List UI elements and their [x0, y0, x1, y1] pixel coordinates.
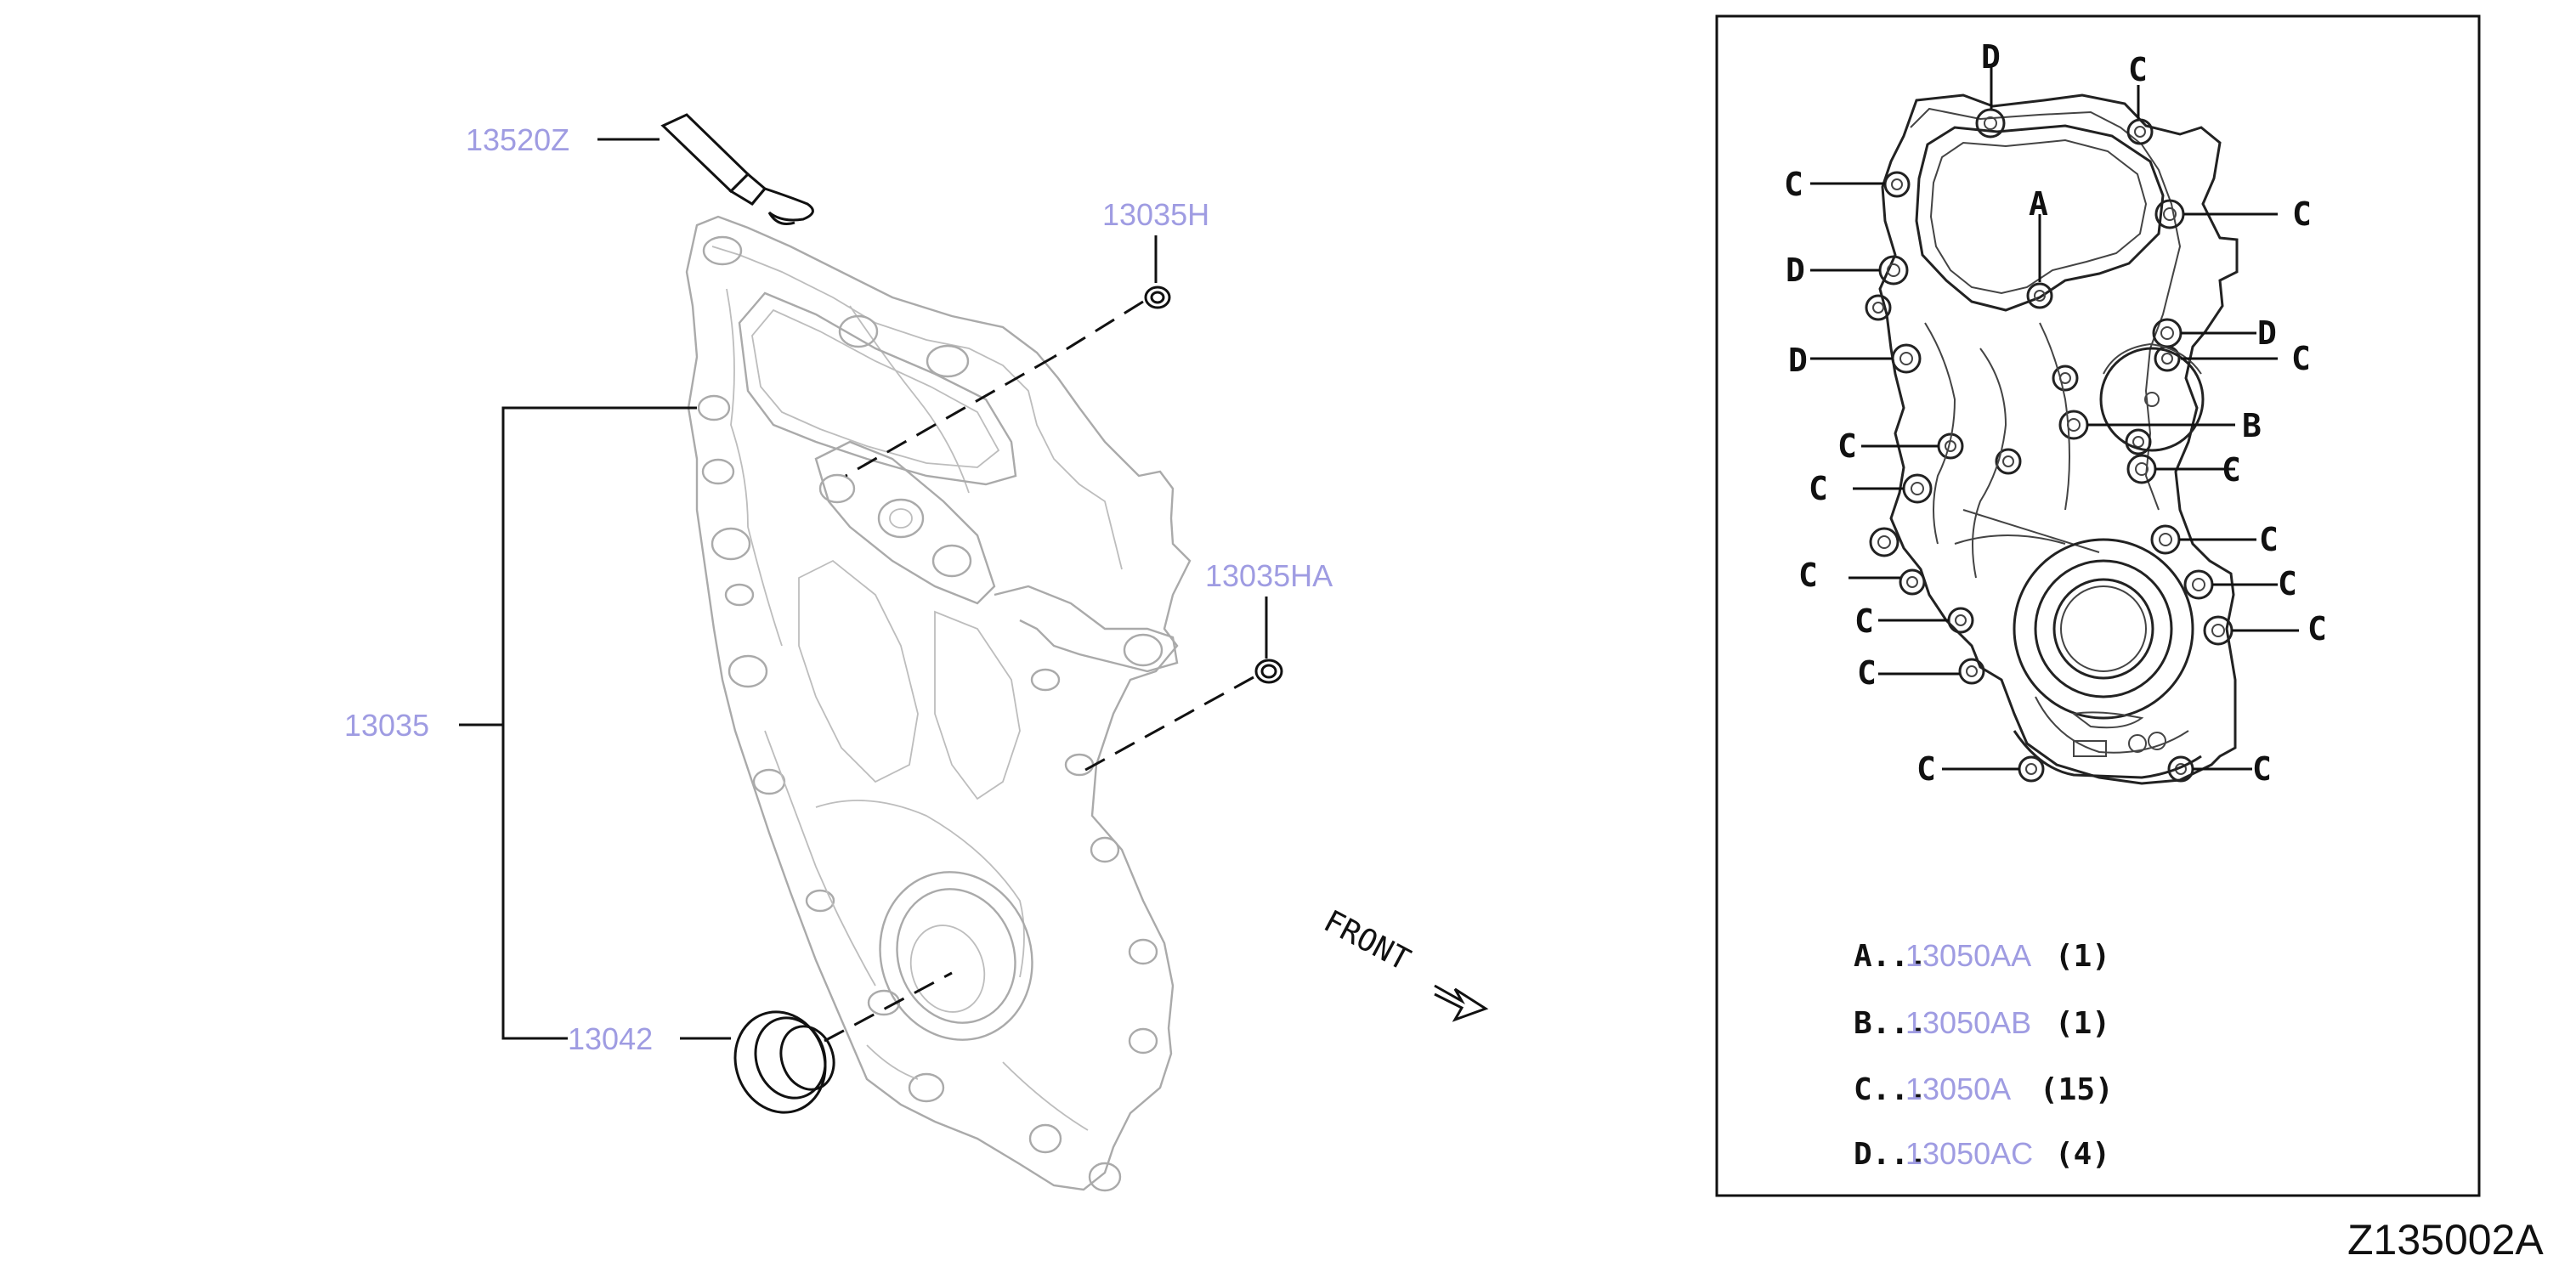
- front-direction-marker: FRONT: [1318, 904, 1489, 1022]
- callout-c-left-1: C: [1784, 166, 1803, 203]
- svg-text:(1): (1): [2055, 939, 2110, 974]
- callout-c-right-4: C: [2259, 521, 2279, 558]
- o-ring-13035ha-icon: [1254, 659, 1283, 684]
- svg-text:B...: B...: [1854, 1006, 1928, 1041]
- crank-seal-13042-icon: [733, 1010, 835, 1114]
- legend-row: B... 13050AB (1): [1854, 1005, 2110, 1041]
- callout-leaders: [1810, 66, 2299, 771]
- svg-text:(15): (15): [2040, 1072, 2114, 1107]
- callout-letters: D C A C C D D D C B C C C C C C C C C C …: [1784, 38, 2327, 788]
- part-label-13035h[interactable]: 13035H: [1102, 197, 1209, 232]
- bolt-layout-drawing: [1865, 93, 2239, 785]
- part-label-13035ha[interactable]: 13035HA: [1205, 558, 1333, 593]
- legend-part-link[interactable]: 13050AA: [1905, 938, 2031, 973]
- callout-d-left-1: D: [1786, 252, 1805, 289]
- callout-c-right-1: C: [2292, 195, 2312, 233]
- svg-text:(1): (1): [2055, 1006, 2110, 1041]
- part-label-13035[interactable]: 13035: [344, 708, 429, 743]
- bolt-legend: A... 13050AA (1) B... 13050AB (1) C... 1…: [1854, 938, 2114, 1172]
- timing-cover-drawing: [685, 215, 1192, 1192]
- callout-c-right-3: C: [2222, 451, 2241, 489]
- callout-top-d: D: [1981, 38, 2001, 76]
- callout-c-right-5: C: [2278, 565, 2297, 602]
- dashed-guide-13035ha: [1079, 676, 1254, 775]
- callout-c-left-6: C: [1857, 654, 1877, 692]
- callout-c-bottom-right: C: [2252, 750, 2272, 788]
- detail-box: [1715, 14, 2481, 1197]
- callout-b: B: [2242, 407, 2262, 444]
- callout-c-left-3: C: [1809, 470, 1828, 507]
- svg-text:A...: A...: [1854, 939, 1928, 974]
- callout-a: A: [2029, 185, 2048, 223]
- svg-text:(4): (4): [2055, 1137, 2110, 1172]
- callout-top-c: C: [2128, 51, 2148, 88]
- callout-d-right-1: D: [2257, 314, 2277, 352]
- legend-part-link[interactable]: 13050AB: [1905, 1005, 2031, 1040]
- callout-c-right-2: C: [2291, 340, 2311, 377]
- diagram-code: Z135002A: [2347, 1216, 2544, 1261]
- callout-c-left-5: C: [1854, 602, 1874, 640]
- callout-c-left-2: C: [1837, 427, 1857, 465]
- callout-c-bottom-left: C: [1916, 750, 1936, 788]
- o-ring-13035h-icon: [1144, 286, 1171, 309]
- part-label-13520z[interactable]: 13520Z: [466, 122, 569, 157]
- callout-c-left-4: C: [1798, 557, 1818, 594]
- svg-text:C...: C...: [1854, 1072, 1928, 1107]
- legend-row: C... 13050A (15): [1854, 1072, 2114, 1107]
- legend-part-link[interactable]: 13050AC: [1905, 1136, 2033, 1171]
- bracket-13035: [501, 406, 697, 1040]
- callout-c-right-6: C: [2307, 610, 2327, 647]
- sealant-tube-icon: [660, 113, 814, 225]
- dashed-guide-13035h: [1053, 300, 1144, 359]
- front-arrow-icon: [1434, 984, 1489, 1022]
- callout-d-left-2: D: [1788, 342, 1808, 379]
- front-label: FRONT: [1318, 904, 1416, 978]
- dashed-guide-13042: [824, 971, 953, 1043]
- legend-row: D... 13050AC (4): [1854, 1136, 2110, 1172]
- bolt-bosses: [1865, 108, 2233, 783]
- part-label-13042[interactable]: 13042: [568, 1021, 653, 1056]
- svg-text:D...: D...: [1854, 1137, 1928, 1172]
- legend-part-link[interactable]: 13050A: [1905, 1072, 2011, 1106]
- legend-row: A... 13050AA (1): [1854, 938, 2110, 974]
